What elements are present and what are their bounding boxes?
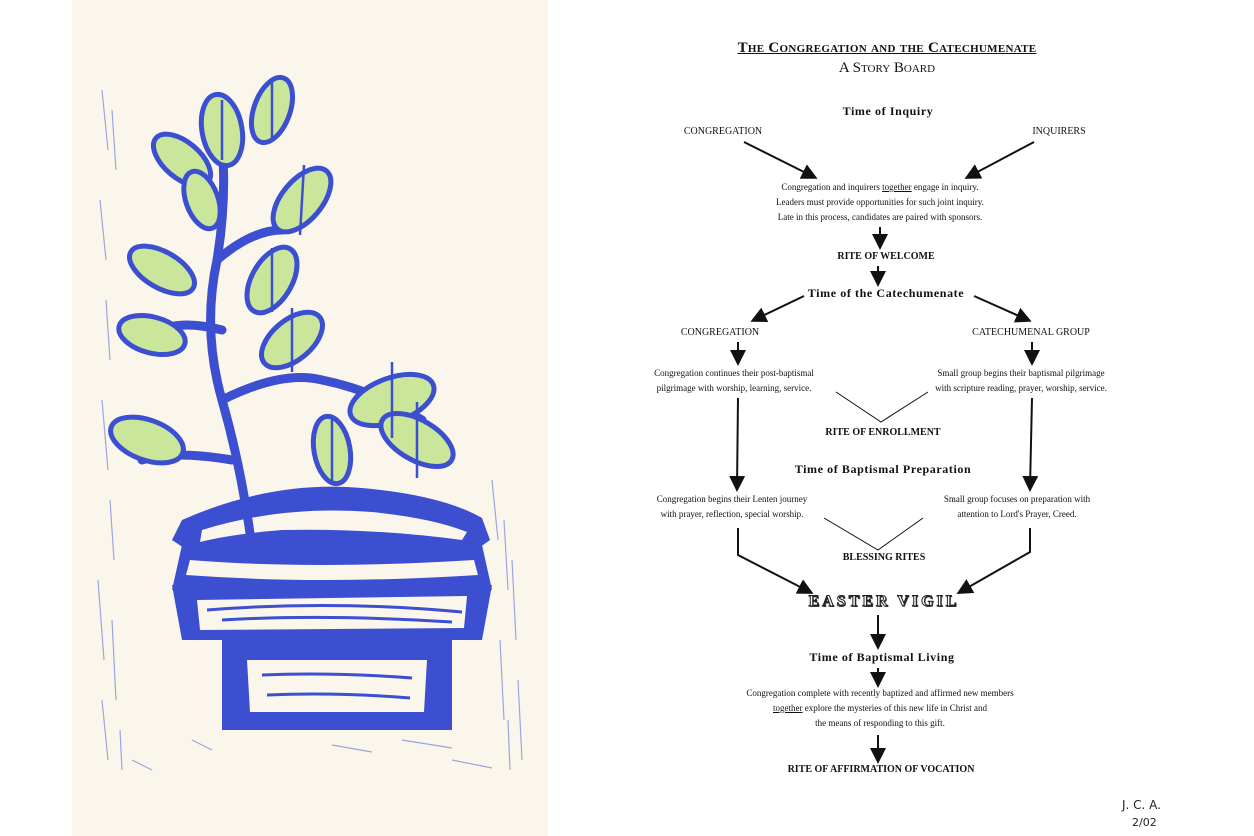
plant-illustration [72,0,548,836]
arrow-congregation-to-inquiry [743,141,818,179]
potted-plant-linocut-icon [97,74,523,771]
time-of-baptismal-preparation: Time of Baptismal Preparation [794,462,972,476]
arrow-to-congregation [750,295,805,323]
arrow-congregation-long [729,397,746,492]
storyboard-panel: The Congregation and the Catechumenate A… [548,0,1254,836]
easter-vigil: EASTER VIGIL [808,593,960,611]
page-subtitle: A Story Board [838,60,936,76]
arrow-to-easter-right [956,528,1031,594]
blessing-rites: BLESSING RITES [842,552,926,563]
enrollment-connector [835,391,929,423]
page-title: The Congregation and the Catechumenate [737,40,1037,56]
catechumenal-group-label: CATECHUMENAL GROUP [972,327,1090,338]
rite-of-welcome: RITE OF WELCOME [837,251,935,262]
inquirers-label: INQUIRERS [1032,126,1086,137]
signature-initials: J. C. A. [1122,798,1161,812]
time-of-catechumenate: Time of the Catechumenate [807,286,965,300]
rite-of-enrollment: RITE OF ENROLLMENT [825,427,941,438]
rite-of-affirmation-of-vocation: RITE OF AFFIRMATION OF VOCATION [787,764,975,775]
signature-date: 2/02 [1132,816,1157,829]
congregation-lenten-text: Congregation begins their Lenten journey… [656,494,808,519]
inquiry-description: Congregation and inquirers together enga… [776,182,984,222]
small-group-begins-text: Small group begins their baptismal pilgr… [935,368,1107,393]
arrow-group-long [1022,397,1039,492]
small-group-focuses-text: Small group focuses on preparation with … [943,494,1091,519]
arrow-to-easter-left [737,528,814,594]
congregation-continues-text: Congregation continues their post-baptis… [654,368,814,393]
time-of-baptismal-living: Time of Baptismal Living [809,650,955,664]
congregation-label-2: CONGREGATION [680,327,760,338]
congregation-label: CONGREGATION [683,126,763,137]
baptismal-living-text: Congregation complete with recently bapt… [746,688,1014,728]
arrow-inquirers-to-inquiry [964,141,1035,179]
flow-arrows [729,141,1040,764]
arrow-to-catechumenal-group [973,295,1032,323]
blessing-connector [823,517,924,551]
time-of-inquiry: Time of Inquiry [842,104,934,118]
